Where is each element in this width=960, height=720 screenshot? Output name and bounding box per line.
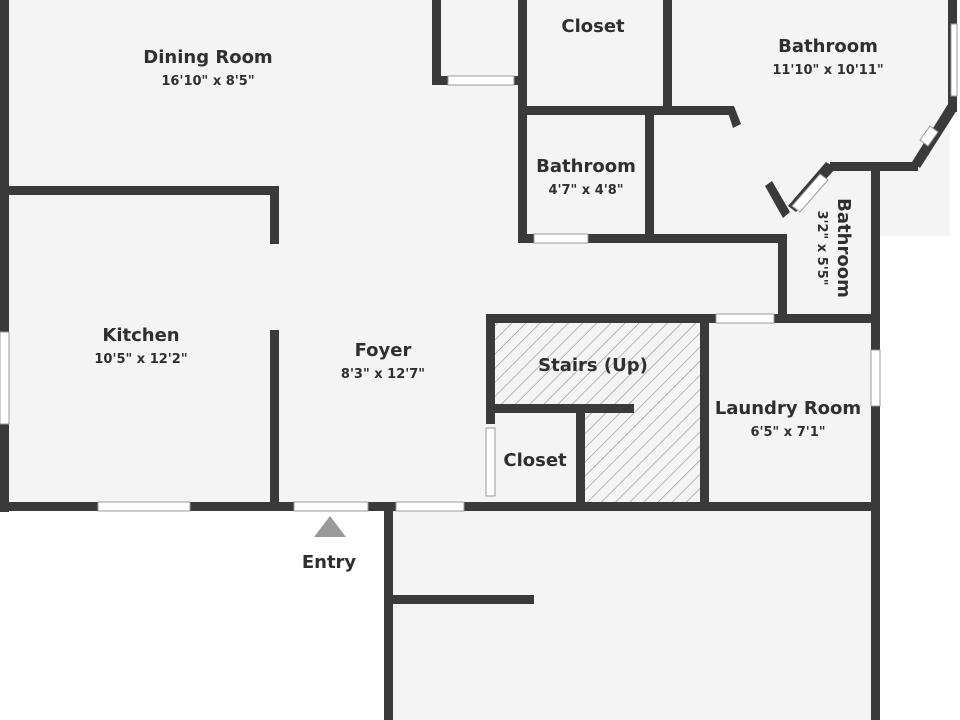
bathroom-side-size: 3'2" x 5'5" [814,210,829,285]
bathroom-small-size: 4'7" x 4'8" [548,183,623,198]
entry-label: Entry [302,552,357,573]
entry-opening [293,501,369,512]
closet-lower-name: Closet [503,450,567,471]
laundry-room-size: 6'5" x 7'1" [750,425,825,440]
bathroom-large-name: Bathroom [778,36,878,57]
stairs-name: Stairs (Up) [538,355,648,376]
dining-room-size: 16'10" x 8'5" [161,74,254,89]
bathroom-small-name: Bathroom [536,156,636,177]
foyer-size: 8'3" x 12'7" [341,367,425,382]
kitchen-size: 10'5" x 12'2" [94,352,187,367]
closet-top-name: Closet [561,16,625,37]
kitchen-name: Kitchen [102,325,179,346]
window-diagonal [791,173,829,213]
windows [0,23,958,512]
foyer-name: Foyer [355,340,412,361]
window-diagonal [919,125,939,147]
closet-floor [490,412,580,505]
bathroom-large-size: 11'10" x 10'11" [772,63,883,78]
triangle-up-icon [314,516,346,537]
laundry-room-name: Laundry Room [715,398,861,419]
dining-room-name: Dining Room [143,47,272,68]
bathroom-side-name: Bathroom [833,198,854,298]
